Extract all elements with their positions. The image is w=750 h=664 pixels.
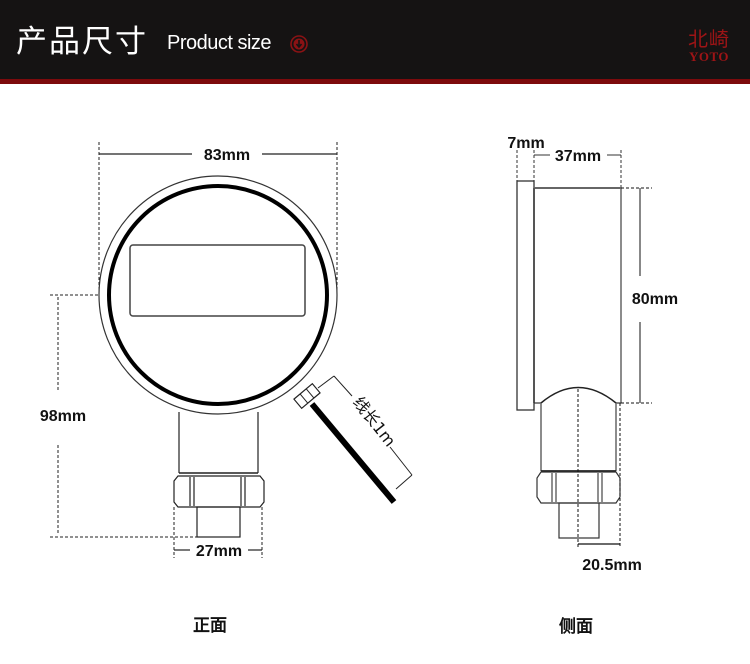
section-title-cn: 产品尺寸	[16, 24, 148, 60]
brand-logo: 北崎 YOTO	[688, 28, 730, 64]
dim-plate-7: 7mm	[507, 135, 544, 152]
header-stripe	[0, 79, 750, 84]
gauge-outer-ring	[98, 175, 338, 415]
lcd-display	[129, 244, 306, 317]
front-plate	[516, 180, 535, 411]
gauge-bezel	[107, 184, 329, 406]
cable	[309, 402, 397, 504]
arrow-down-circle-icon	[290, 35, 308, 53]
front-view	[50, 142, 413, 558]
side-thread-nipple	[558, 502, 600, 539]
front-view-caption: 正面	[193, 616, 227, 636]
side-hex-nut	[536, 471, 621, 504]
dim-height-98: 98mm	[40, 408, 86, 425]
dim-width-83: 83mm	[204, 147, 250, 164]
side-view	[516, 150, 652, 548]
dim-height-80: 80mm	[632, 291, 678, 308]
hex-nut	[173, 475, 265, 508]
dim-cable-length: 线长1m	[349, 393, 400, 450]
brand-name-en: YOTO	[688, 49, 730, 64]
dim-depth-37: 37mm	[555, 148, 601, 165]
side-view-caption: 侧面	[559, 617, 593, 637]
brand-name-cn: 北崎	[688, 27, 730, 51]
section-title-en: Product size	[167, 32, 272, 54]
header-bar	[0, 0, 750, 79]
thread-nipple	[196, 506, 241, 538]
dim-offset-20-5: 20.5mm	[582, 557, 642, 574]
dim-thread-27: 27mm	[196, 543, 242, 560]
